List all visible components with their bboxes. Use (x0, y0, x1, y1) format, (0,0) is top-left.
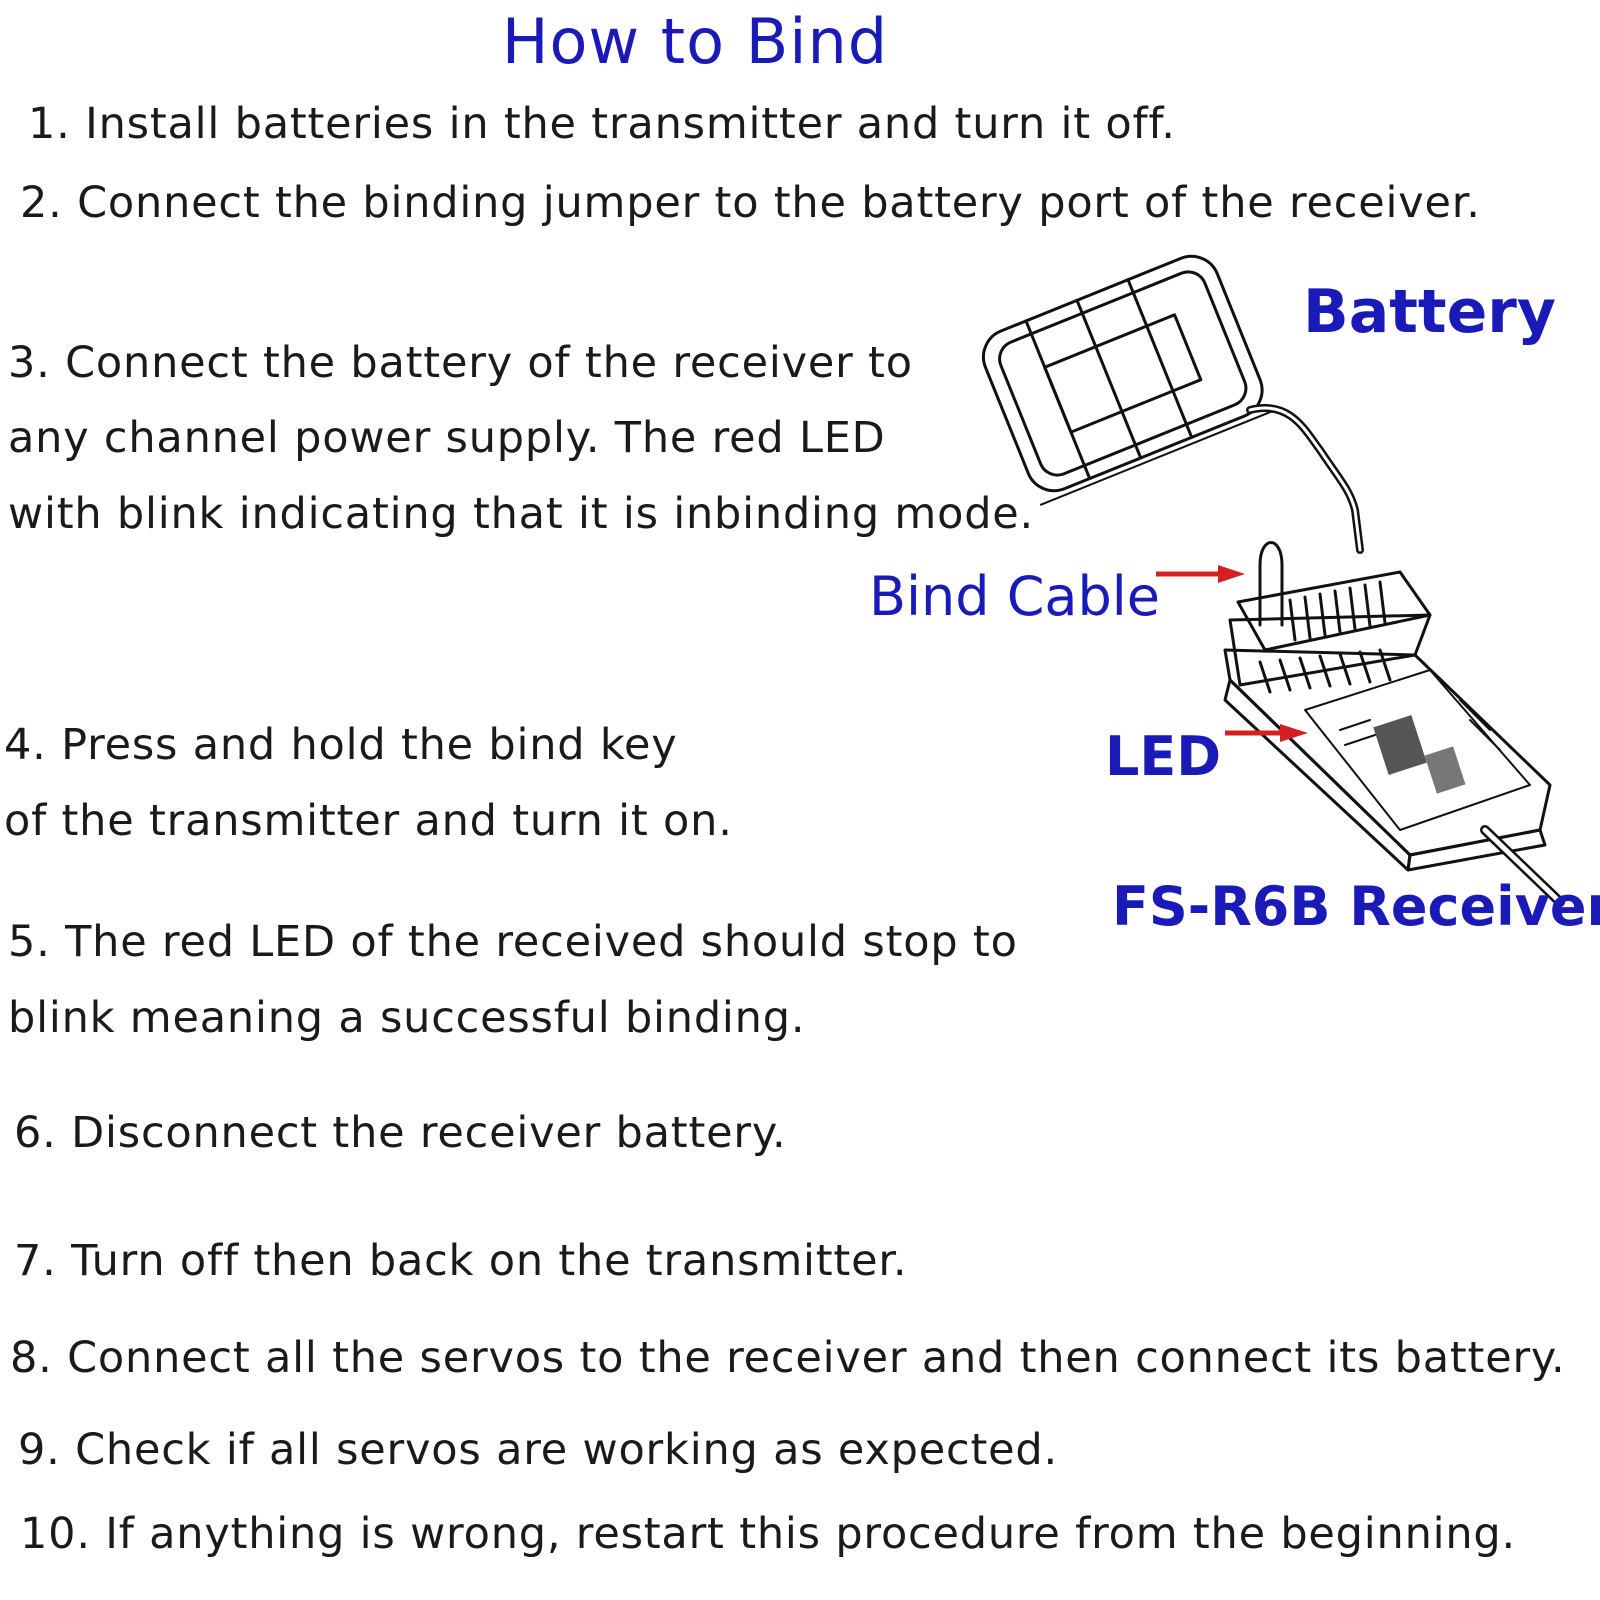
led-label: LED (1105, 725, 1222, 788)
step-2-line-1: 2. Connect the binding jumper to the bat… (20, 178, 1481, 228)
led-arrow-icon (1225, 724, 1308, 742)
battery-pack-icon (981, 254, 1274, 506)
receiver-diagram (960, 230, 1600, 950)
battery-label: Battery (1303, 277, 1556, 347)
step-4-line-2: of the transmitter and turn it on. (4, 796, 733, 846)
step-3-line-1: 3. Connect the battery of the receiver t… (8, 338, 913, 388)
step-5-line-1: 5. The red LED of the received should st… (8, 917, 1018, 967)
step-3-line-2: any channel power supply. The red LED (8, 413, 886, 463)
receiver-icon (1223, 570, 1552, 872)
step-6-line-1: 6. Disconnect the receiver battery. (14, 1108, 787, 1158)
bind-cable-arrow-icon (1156, 565, 1245, 583)
bind-cable-label: Bind Cable (869, 565, 1161, 628)
step-3-line-3: with blink indicating that it is inbindi… (8, 489, 1035, 539)
bind-cable-icon (1258, 541, 1284, 627)
step-10-line-1: 10. If anything is wrong, restart this p… (20, 1509, 1516, 1559)
step-1-line-1: 1. Install batteries in the transmitter … (28, 99, 1176, 149)
step-8-line-1: 8. Connect all the servos to the receive… (10, 1333, 1566, 1383)
receiver-label: FS-R6B Receiver (1112, 875, 1600, 938)
step-4-line-1: 4. Press and hold the bind key (4, 720, 678, 770)
antenna-icon (1480, 825, 1565, 907)
receiver-diagram-svg (981, 254, 1565, 907)
step-7-line-1: 7. Turn off then back on the transmitter… (14, 1236, 908, 1286)
step-9-line-1: 9. Check if all servos are working as ex… (18, 1425, 1058, 1475)
page-title: How to Bind (501, 5, 889, 78)
step-5-line-2: blink meaning a successful binding. (8, 993, 806, 1043)
